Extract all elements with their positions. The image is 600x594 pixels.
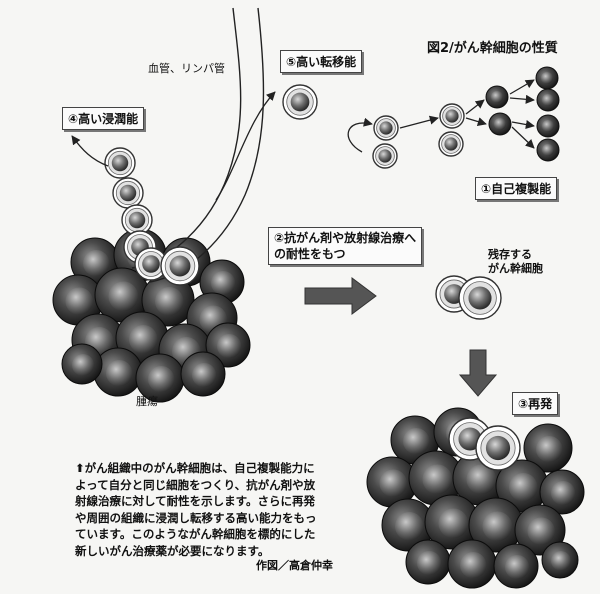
daughter-cell (536, 88, 560, 112)
invasion-label: ④高い浸潤能 (62, 107, 145, 130)
cancer-stem-cell (475, 425, 521, 471)
daughter-cell (535, 66, 559, 90)
daughter-cell (536, 114, 560, 138)
metastasis-label: ⑤高い転移能 (280, 50, 363, 73)
cancer-stem-cell (282, 84, 318, 120)
daughter-cell (488, 112, 512, 136)
tumor-cell (514, 504, 566, 556)
cancer-stem-cell (104, 147, 136, 179)
tumor-cell (539, 469, 585, 515)
caption-line: ⬆がん組織中のがん幹細胞は、自己複製能力に (75, 461, 315, 475)
tumor-cell (447, 539, 497, 589)
tumor-cell (405, 539, 451, 585)
caption-line: 射線治療に対して耐性を示します。さらに再発 (75, 494, 316, 508)
self-renewal-loop-arrow (347, 117, 373, 153)
cancer-stem-cell (372, 143, 398, 169)
tumor-cell (493, 543, 539, 589)
treatment-block-arrow (304, 277, 377, 315)
tumor-cell (135, 353, 185, 403)
tumor-label: 腫瘍 (136, 395, 158, 408)
daughter-cell (536, 138, 560, 162)
relapse-block-arrow (458, 349, 498, 397)
resistance-label-line2: の耐性をもつ (274, 247, 346, 261)
relapse-label: ③再発 (512, 392, 559, 415)
tumor-cell (495, 459, 549, 513)
figure-title: 図2/がん幹細胞の性質 (427, 41, 558, 56)
residual-label-line1: 残存する (488, 248, 532, 261)
cancer-stem-cell (134, 247, 168, 281)
tumor-cell (180, 351, 226, 397)
tumor-cell (366, 456, 418, 508)
arrows (71, 79, 535, 397)
vessel-label: 血管、リンパ管 (148, 62, 225, 75)
residual-label-line2: がん幹細胞 (488, 262, 543, 275)
caption-line: ています。このようながん幹細胞を標的にした (75, 527, 316, 541)
division-arrow (511, 126, 535, 149)
residual-stem-cell-label: 残存する がん幹細胞 (488, 248, 543, 276)
cancer-stem-cell (121, 204, 153, 236)
invasion-arrow (71, 135, 109, 167)
tumor-cell (93, 347, 143, 397)
tumor-cell (94, 267, 150, 323)
division-arrow (509, 94, 535, 104)
tumor-cell (205, 322, 251, 368)
tumor-cell (61, 343, 103, 385)
caption-line: 新しいがん治療薬が必要になります。 (75, 543, 270, 558)
caption-line: よって自分と同じ細胞をつくり、抗がん剤や放 (75, 477, 316, 492)
caption-line: や周囲の組織に浸潤し転移する高い能力をもっ (75, 510, 317, 525)
daughter-cell (485, 85, 509, 109)
self-renewal-label: ①自己複製能 (475, 177, 558, 200)
cancer-stem-cell (160, 246, 200, 286)
tumor-cell (541, 541, 579, 579)
tumor-cell (424, 494, 480, 550)
tumor-cell (408, 450, 464, 506)
division-arrow (465, 99, 485, 115)
figure-credit: 作図／高倉仲幸 (256, 559, 333, 572)
tumor-cell (381, 498, 435, 552)
division-arrow (399, 115, 439, 129)
stem-cells (104, 66, 560, 471)
cancer-stem-cell (438, 131, 464, 157)
caption-text: ⬆がん組織中のがん幹細胞は、自己複製能力に よって自分と同じ細胞をつくり、抗がん… (75, 460, 360, 559)
resistance-label-line1: ②抗がん剤や放射線治療へ (274, 231, 417, 245)
division-arrow (465, 117, 487, 127)
vessel-wall-inner (149, 7, 265, 283)
cancer-stem-cell (439, 103, 465, 129)
cancer-stem-cell (458, 276, 502, 320)
cancer-stem-cell (112, 177, 144, 209)
cancer-stem-cell (373, 115, 399, 141)
metastasis-arrow (215, 91, 276, 201)
division-arrow (511, 120, 535, 130)
resistance-label: ②抗がん剤や放射線治療へ の耐性をもつ (268, 227, 423, 265)
division-arrow (509, 79, 535, 95)
tumor-cell (523, 423, 573, 473)
